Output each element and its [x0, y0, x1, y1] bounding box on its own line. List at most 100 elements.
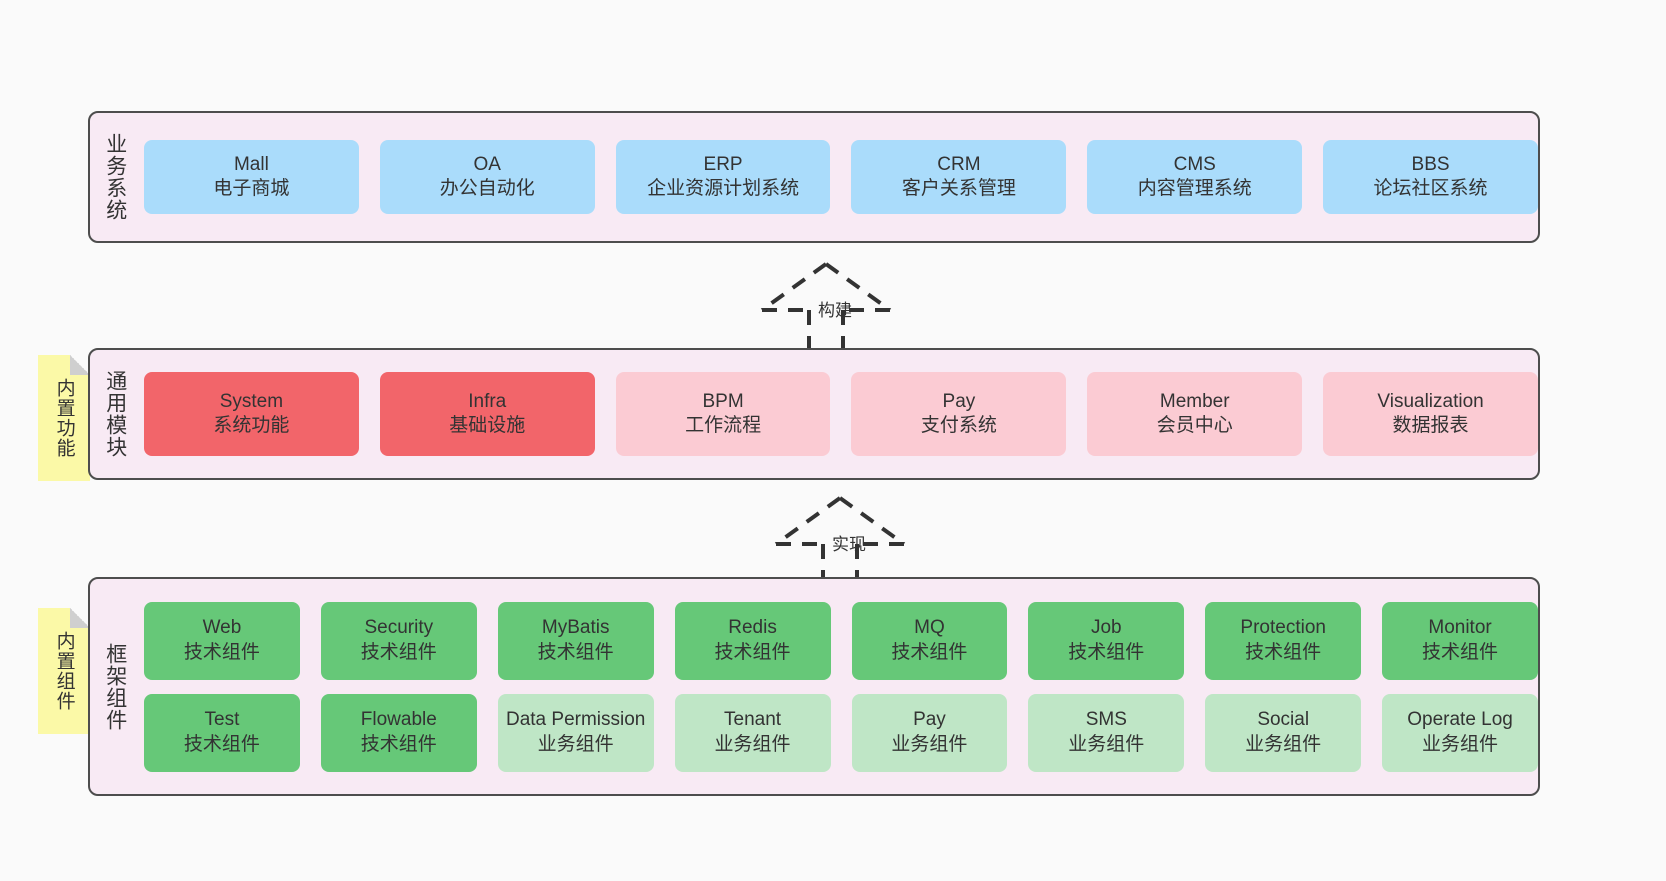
module-card-subtitle: 业务组件 [714, 733, 791, 755]
module-card-subtitle: 业务组件 [1422, 733, 1499, 755]
module-card-name: Infra [468, 390, 507, 412]
module-card-subtitle: 业务组件 [1245, 733, 1322, 755]
module-card-subtitle: 论坛社区系统 [1373, 178, 1488, 199]
module-card-name: Member [1159, 390, 1230, 412]
module-card-mall[interactable]: Mall 电子商城 [144, 140, 359, 214]
layer-framework-components-title: 框架组件 [103, 642, 127, 731]
module-card-subtitle: 客户关系管理 [901, 178, 1016, 199]
module-card-subtitle: 技术组件 [714, 641, 791, 663]
note-builtin-function-label: 内置功能 [53, 378, 75, 458]
module-card-subtitle: 基础设施 [449, 415, 526, 436]
module-card-pay[interactable]: Pay 支付系统 [851, 372, 1067, 456]
layer-common-modules-title: 通用模块 [103, 370, 127, 458]
module-card-subtitle: 技术组件 [891, 641, 968, 663]
module-card-name: Protection [1240, 617, 1326, 639]
module-card-cms[interactable]: CMS 内容管理系统 [1087, 140, 1303, 214]
module-card-subtitle: 业务组件 [891, 733, 968, 755]
module-card-name: Monitor [1428, 617, 1492, 639]
module-card-name: OA [473, 153, 501, 175]
module-card-subtitle: 业务组件 [1068, 733, 1145, 755]
module-card-system[interactable]: System 系统功能 [144, 372, 359, 456]
module-card-name: Tenant [724, 709, 782, 731]
module-card-subtitle: 技术组件 [1422, 641, 1499, 663]
module-card-crm[interactable]: CRM 客户关系管理 [851, 140, 1067, 214]
module-card-subtitle: 内容管理系统 [1137, 178, 1252, 199]
module-card-erp[interactable]: ERP 企业资源计划系统 [615, 140, 831, 214]
note-builtin-function: 内置功能 [38, 355, 90, 481]
module-card-subtitle: 会员中心 [1156, 415, 1233, 436]
module-card-name: Mall [233, 153, 269, 175]
arrow-implement: 实现 [770, 492, 910, 587]
module-card-subtitle: 技术组件 [183, 641, 260, 663]
module-card-name: Job [1090, 617, 1122, 639]
module-card-name: BPM [702, 390, 744, 412]
layer-business-row: Mall 电子商城 OA 办公自动化 ERP 企业资源计划系统 CRM 客户关系管理 CMS 内容… [144, 140, 1538, 214]
module-card-name: BBS [1411, 153, 1450, 175]
module-card-name: Data Permission [505, 709, 646, 731]
module-card-name: Social [1257, 709, 1310, 731]
module-card-name: Web [202, 617, 242, 639]
module-card-name: MyBatis [541, 617, 610, 639]
module-card-infra[interactable]: Infra 基础设施 [379, 372, 595, 456]
module-card-name: MQ [914, 617, 945, 639]
module-card-subtitle: 技术组件 [1245, 641, 1322, 663]
module-card-name: Flowable [360, 709, 437, 731]
module-card-subtitle: 业务组件 [537, 733, 614, 755]
arrow-build-label: 构建 [818, 301, 852, 320]
module-card-subtitle: 电子商城 [213, 178, 290, 199]
module-card-subtitle: 办公自动化 [439, 178, 535, 199]
module-card-bbs[interactable]: BBS 论坛社区系统 [1323, 140, 1538, 214]
note-builtin-component-label: 内置组件 [53, 631, 75, 711]
module-card-name: SMS [1085, 709, 1127, 731]
module-card-name: Pay [913, 709, 946, 731]
module-card-oa[interactable]: OA 办公自动化 [379, 140, 595, 214]
module-card-name: CMS [1173, 153, 1216, 175]
module-card-subtitle: 系统功能 [213, 415, 290, 436]
module-card-subtitle: 支付系统 [920, 415, 997, 436]
module-card-subtitle: 技术组件 [360, 733, 437, 755]
module-card-subtitle: 技术组件 [1068, 641, 1145, 663]
module-card-name: System [219, 390, 284, 412]
module-card-subtitle: 技术组件 [183, 733, 260, 755]
module-card-subtitle: 数据报表 [1392, 415, 1469, 436]
arrow-implement-label: 实现 [832, 535, 866, 554]
module-card-name: Redis [728, 617, 777, 639]
module-card-name: Test [204, 709, 240, 731]
module-card-subtitle: 企业资源计划系统 [647, 178, 800, 199]
module-card-name: CRM [937, 153, 981, 175]
module-card-name: Visualization [1377, 390, 1484, 412]
module-card-visualization[interactable]: Visualization 数据报表 [1323, 372, 1538, 456]
note-builtin-component: 内置组件 [38, 608, 90, 734]
module-card-member[interactable]: Member 会员中心 [1087, 372, 1303, 456]
module-card-name: Operate Log [1407, 709, 1513, 731]
arrow-build: 构建 [756, 258, 896, 353]
layer-business-systems-title: 业务系统 [103, 133, 127, 221]
module-card-name: ERP [703, 153, 743, 175]
module-card-subtitle: 技术组件 [537, 641, 614, 663]
module-card-name: Pay [942, 390, 976, 412]
